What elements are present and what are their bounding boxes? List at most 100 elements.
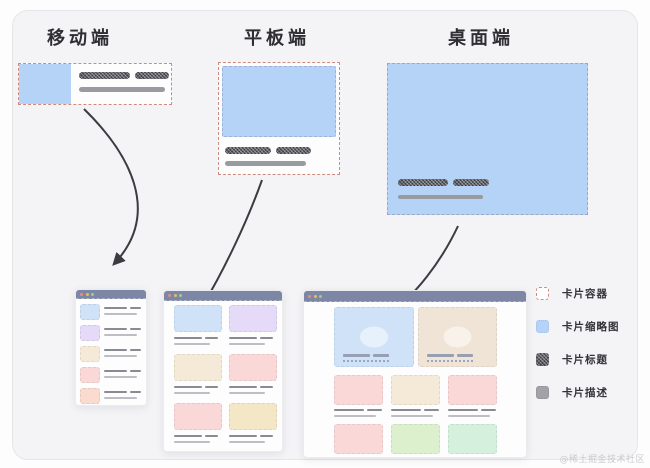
card-text	[104, 325, 141, 341]
list-item	[80, 346, 142, 362]
card-title-bar	[79, 72, 130, 79]
card-title-line	[426, 354, 454, 357]
card-title-line	[481, 409, 496, 411]
card-thumbnail	[80, 304, 100, 320]
card-text	[426, 354, 473, 362]
title-row	[104, 391, 141, 393]
thumbnail-swatch-icon	[536, 320, 549, 333]
window-dot	[91, 292, 94, 296]
card-description-line	[174, 441, 210, 443]
legend-label: 卡片缩略图	[562, 321, 620, 333]
container-swatch-icon	[536, 287, 549, 300]
card-description-line	[229, 392, 265, 394]
list-item	[80, 388, 142, 404]
title-row	[104, 370, 141, 372]
card-title-line	[205, 337, 218, 339]
card-title-line	[130, 307, 141, 309]
desktop-card-schematic	[387, 63, 588, 215]
watermark: @稀土掘金技术社区	[559, 455, 645, 465]
title-row	[174, 337, 222, 339]
card-description-line	[104, 376, 137, 378]
section-title-desktop: 桌面端	[448, 28, 514, 49]
card-thumbnail	[174, 403, 222, 430]
card-thumbnail-block	[222, 66, 336, 137]
card-description-bar	[79, 87, 165, 92]
card-text	[104, 346, 141, 362]
card-title-line	[104, 328, 127, 330]
card-description-line	[391, 415, 433, 417]
card-thumbnail	[174, 305, 222, 332]
card-title-line	[456, 354, 473, 357]
desktop-card-layout	[304, 302, 526, 454]
title-row	[448, 409, 497, 411]
desktop-browser-mockup	[303, 290, 527, 458]
section-title-mobile: 移动端	[47, 28, 113, 49]
card-description-line	[334, 415, 376, 417]
card-title-line	[391, 409, 421, 411]
card-title-line	[229, 435, 257, 437]
card	[391, 375, 440, 417]
title-row	[426, 354, 473, 357]
card-title-line	[130, 370, 141, 372]
card-title-line	[130, 328, 141, 330]
title-row	[229, 386, 277, 388]
card	[391, 424, 440, 454]
card-title-bar	[225, 147, 271, 154]
card	[229, 354, 277, 394]
card-thumbnail	[391, 424, 440, 454]
window-titlebar	[164, 291, 282, 301]
card-title-line	[229, 386, 257, 388]
card-title-line	[373, 354, 389, 357]
featured-card	[417, 307, 497, 367]
title-row	[174, 435, 222, 437]
card	[174, 305, 222, 345]
card-text	[104, 367, 141, 383]
card	[174, 403, 222, 443]
card-title-line	[229, 337, 257, 339]
card-title-line	[260, 337, 273, 339]
legend: 卡片容器 卡片缩略图 卡片标题 卡片描述	[536, 286, 620, 400]
card-title-line	[104, 391, 127, 393]
card-thumbnail-block	[19, 64, 71, 104]
window-dot	[179, 294, 182, 297]
mobile-card-list	[76, 299, 146, 404]
card-title-line	[260, 435, 273, 437]
card-thumbnail	[229, 354, 277, 381]
card-thumbnail	[334, 375, 383, 405]
title-row	[104, 349, 141, 351]
card-title-bar	[276, 147, 311, 154]
card-title-line	[104, 307, 127, 309]
list-item	[80, 304, 142, 320]
card-description-line	[448, 415, 490, 417]
card	[334, 424, 383, 454]
window-dot	[168, 294, 171, 297]
card-thumbnail	[80, 325, 100, 341]
card-thumbnail	[80, 367, 100, 383]
card-description-line	[104, 397, 137, 399]
title-swatch-icon	[536, 353, 549, 366]
description-swatch-icon	[536, 386, 549, 399]
list-item	[80, 367, 142, 383]
card-thumbnail	[80, 346, 100, 362]
card-description-line	[229, 343, 265, 345]
card-text	[343, 354, 389, 362]
card-text	[104, 304, 141, 320]
legend-item-description: 卡片描述	[536, 385, 620, 400]
window-dot	[319, 294, 322, 298]
window-titlebar	[76, 290, 146, 299]
card	[448, 375, 497, 417]
card	[229, 403, 277, 443]
card-thumbnail	[80, 388, 100, 404]
card-title-line	[130, 349, 141, 351]
card-title-line	[174, 435, 202, 437]
title-row	[174, 386, 222, 388]
legend-label: 卡片标题	[562, 354, 608, 366]
card	[229, 305, 277, 345]
title-row	[334, 409, 383, 411]
window-dot	[80, 292, 83, 296]
card-title-line	[104, 349, 127, 351]
card-title-line	[448, 409, 478, 411]
title-row	[391, 409, 440, 411]
card-title-bar	[398, 179, 448, 186]
